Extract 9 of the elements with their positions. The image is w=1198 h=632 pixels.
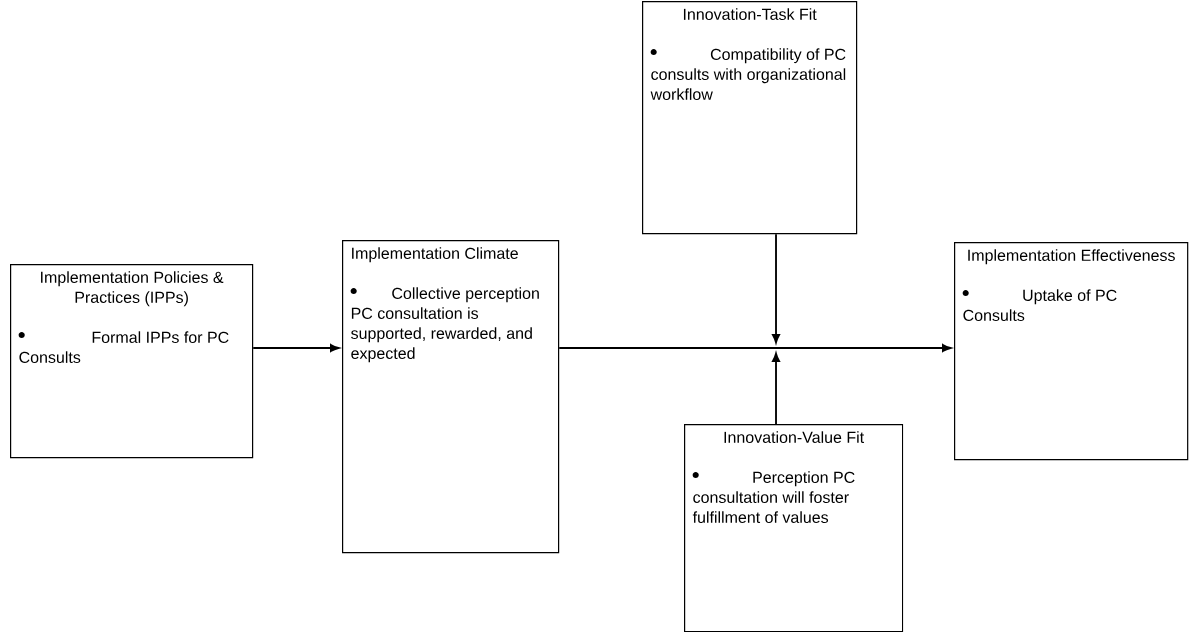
process-box: Innovation-Value Fit Perception PC consultation will foster fulfillment of values: [684, 424, 904, 632]
arrow: [558, 344, 952, 352]
process-box: Implementation Effectiveness Uptake of PC Consults: [954, 242, 1189, 461]
arrow: [252, 344, 340, 352]
arrow: [772, 233, 780, 344]
process-box: Innovation-Task Fit Compatibility of PC consults with organizational workflow: [642, 1, 858, 235]
arrow: [772, 352, 780, 425]
process-box: Implementation Policies & Practices (IPPs) Formal IPPs for PC Consults: [10, 264, 254, 459]
process-box: Implementation Climate Collective perception PC consultation is supported, rewarded, and expected: [342, 240, 560, 554]
